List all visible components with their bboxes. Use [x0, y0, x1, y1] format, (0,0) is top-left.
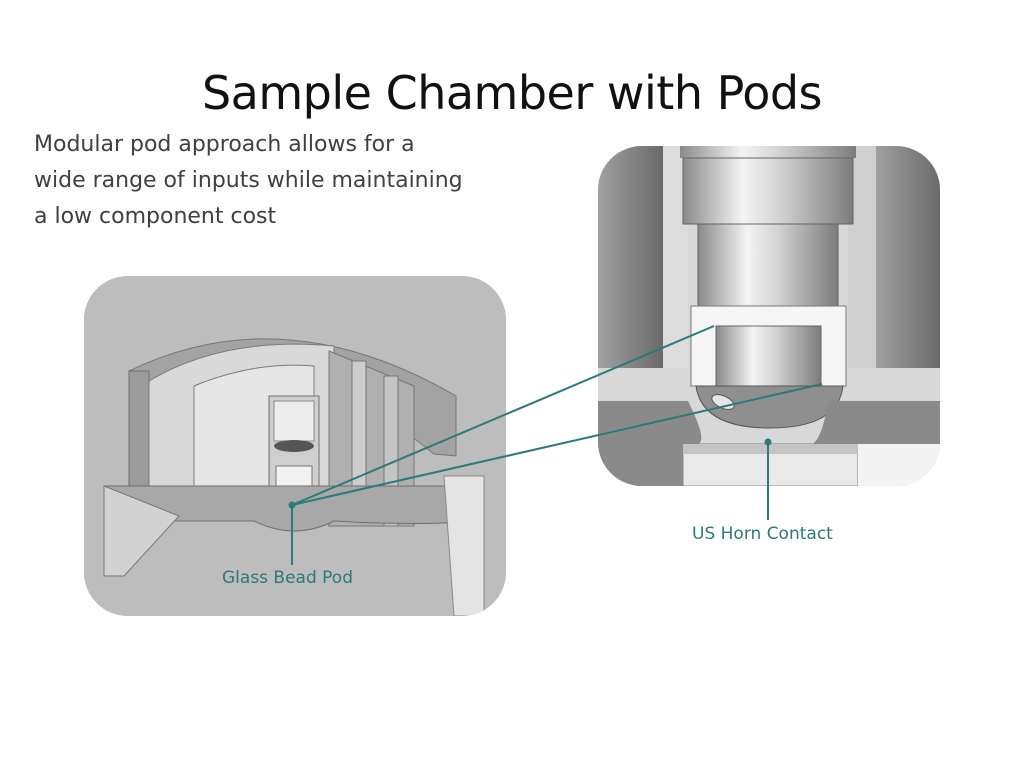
body-line-2: wide range of inputs while maintaining — [34, 168, 463, 193]
chamber-cutaway-image — [84, 276, 506, 616]
callout-dot-glass-bead — [288, 501, 296, 509]
body-line-1: Modular pod approach allows for a — [34, 132, 415, 157]
pod-cross-section-drawing — [598, 146, 940, 486]
pod-cross-section-image — [598, 146, 940, 486]
slide-title: Sample Chamber with Pods — [201, 66, 823, 120]
body-line-3: a low component cost — [34, 204, 277, 229]
callout-line-pod-upper — [291, 325, 715, 506]
chamber-cutaway-drawing — [84, 276, 506, 616]
callout-dot-horn — [764, 438, 772, 446]
us-horn-contact-label: US Horn Contact — [692, 524, 833, 544]
glass-bead-pod-label: Glass Bead Pod — [222, 568, 354, 588]
slide-body-text: Modular pod approach allows for a wide r… — [34, 127, 554, 235]
callout-line-pod-lower — [291, 383, 823, 506]
